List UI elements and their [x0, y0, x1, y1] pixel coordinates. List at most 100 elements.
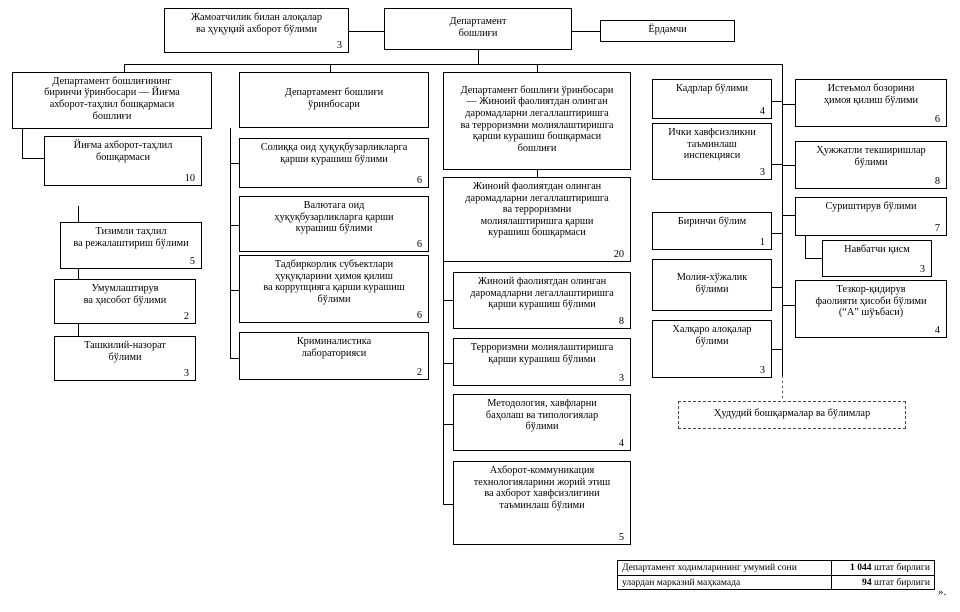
summary-total-value: 1 044 штат бирлиги	[830, 560, 936, 576]
summary-central-unit: штат бирлиги	[874, 576, 930, 588]
connector-spine-to-document-inspections	[782, 165, 795, 166]
node-organizational-control[interactable]: Ташкилий-назорат бўлими 3	[54, 336, 196, 381]
node-internal-security-label: Ички хавфсизликни таъминлаш инспекцияси	[668, 127, 756, 162]
node-ict-division[interactable]: Ахборот-коммуникация технологияларини жо…	[453, 461, 631, 545]
node-deputy-head[interactable]: Департамент бошлиғи ўринбосари	[239, 72, 429, 128]
summary-row-total: Департамент ходимларининг умумий сони 1 …	[617, 560, 936, 576]
node-methodology-label: Методология, хавфларни баҳолаш ва типоло…	[485, 398, 599, 433]
node-international-relations[interactable]: Халқаро алоқалар бўлими 3	[652, 320, 772, 378]
node-entrepreneur-rights[interactable]: Тадбиркорлик субъектлари ҳуқуқларини ҳим…	[239, 255, 429, 323]
node-first-division[interactable]: Биринчи бўлим 1	[652, 212, 772, 250]
node-aml-division-count: 8	[618, 316, 624, 327]
node-document-inspections-count: 8	[934, 176, 940, 187]
node-operative-search-count: 4	[934, 325, 940, 336]
node-first-division-count: 1	[759, 237, 765, 248]
connector-spine-to-international	[772, 349, 782, 350]
node-duty-unit[interactable]: Навбатчи қисм 3	[822, 240, 932, 277]
node-tax-violations-label: Солиққа оид ҳуқуқбузарликларга қарши кур…	[260, 142, 408, 165]
node-systemic-analysis-label: Тизимли таҳлил ва режалаштириш бўлими	[73, 226, 189, 249]
node-generalization-count: 2	[183, 311, 189, 322]
summary-table: Департамент ходимларининг умумий сони 1 …	[617, 560, 936, 590]
node-consumer-market[interactable]: Истеъмол бозорини ҳимоя қилиш бўлими 6	[795, 79, 947, 127]
connector-dashed-to-territorial	[782, 376, 783, 401]
connector-spine-to-operative-search	[782, 305, 795, 306]
node-aml-division[interactable]: Жиноий фаолиятдан олинган даромадларни л…	[453, 272, 631, 329]
node-methodology-count: 4	[618, 438, 624, 449]
node-organizational-control-count: 3	[183, 368, 189, 379]
node-tax-violations-count: 6	[416, 175, 422, 186]
connector-spine-to-consumer-market	[782, 104, 795, 105]
node-summary-directorate[interactable]: Йиғма ахборот-таҳлил бошқармаси 10	[44, 136, 202, 186]
node-systemic-analysis-count: 5	[189, 256, 195, 267]
node-duty-unit-count: 3	[919, 264, 925, 275]
node-finance-economy[interactable]: Молия-хўжалик бўлими	[652, 259, 772, 311]
connector-inquiry-to-duty-unit	[805, 258, 822, 259]
node-entrepreneur-rights-label: Тадбиркорлик субъектлари ҳуқуқларини ҳим…	[263, 259, 405, 305]
connector-head-stem	[478, 50, 479, 64]
node-ctf-division-label: Терроризмни молиялаштиришга қарши кураши…	[470, 342, 614, 365]
node-deputy-aml-label: Департамент бошлиғи ўринбосари — Жиноий …	[460, 84, 614, 154]
summary-total-unit: штат бирлиги	[874, 562, 930, 573]
node-criminalistics-lab-count: 2	[416, 367, 422, 378]
connector-deputy-head-spine	[230, 128, 231, 358]
node-currency-violations[interactable]: Валютага оид ҳуқуқбузарликларга қарши ку…	[239, 196, 429, 252]
node-ctf-division[interactable]: Терроризмни молиялаштиришга қарши кураши…	[453, 338, 631, 386]
summary-row-central: улардан марказий маҳкамада 94 штат бирли…	[617, 574, 936, 590]
connector-deputy-head-branch-3	[230, 290, 239, 291]
node-duty-unit-label: Навбатчи қисм	[844, 244, 910, 255]
node-generalization[interactable]: Умумлаштирув ва ҳисобот бўлими 2	[54, 279, 196, 324]
connector-aml-spine	[443, 262, 444, 505]
node-aml-directorate-label: Жиноий фаолиятдан олинган даромадларни л…	[465, 181, 609, 239]
node-currency-violations-label: Валютага оид ҳуқуқбузарликларга қарши ку…	[274, 200, 394, 235]
node-currency-violations-count: 6	[416, 239, 422, 250]
node-methodology[interactable]: Методология, хавфларни баҳолаш ва типоло…	[453, 394, 631, 451]
node-deputy-head-label: Департамент бошлиғи ўринбосари	[284, 86, 384, 110]
node-document-inspections[interactable]: Ҳужжатли текширишлар бўлими 8	[795, 141, 947, 189]
connector-trunk-to-first-deputy	[124, 64, 125, 72]
node-public-relations[interactable]: Жамоатчилик билан алоқалар ва ҳуқуқий ах…	[164, 8, 349, 53]
connector-spine-to-inquiry	[782, 215, 795, 216]
connector-deputy-head-branch-1	[230, 163, 239, 164]
node-ctf-division-count: 3	[618, 373, 624, 384]
connector-head-to-assistant	[572, 31, 600, 32]
connector-first-deputy-to-summary	[22, 158, 44, 159]
summary-central-number: 94	[862, 576, 872, 588]
connector-main-trunk	[124, 64, 782, 65]
connector-inquiry-down	[805, 236, 806, 258]
summary-central-value: 94 штат бирлиги	[830, 574, 936, 590]
connector-spine-to-finance	[772, 287, 782, 288]
node-deputy-aml[interactable]: Департамент бошлиғи ўринбосари — Жиноий …	[443, 72, 631, 170]
connector-public-relations-to-head	[349, 31, 384, 32]
node-ict-division-count: 5	[618, 532, 624, 543]
summary-central-label: улардан марказий маҳкамада	[617, 574, 832, 590]
node-tax-violations[interactable]: Солиққа оид ҳуқуқбузарликларга қарши кур…	[239, 138, 429, 188]
node-assistant[interactable]: Ёрдамчи	[600, 20, 735, 42]
node-inquiry-division-label: Суриштирув бўлими	[825, 201, 917, 212]
node-consumer-market-label: Истеъмол бозорини ҳимоя қилиш бўлими	[823, 83, 919, 106]
node-systemic-analysis[interactable]: Тизимли таҳлил ва режалаштириш бўлими 5	[60, 222, 202, 269]
node-personnel-label: Кадрлар бўлими	[675, 83, 749, 94]
node-consumer-market-count: 6	[934, 114, 940, 125]
node-first-deputy[interactable]: Департамент бошлиғининг биринчи ўринбоса…	[12, 72, 212, 129]
node-personnel-count: 4	[759, 106, 765, 117]
node-territorial-units[interactable]: Ҳудудий бошқармалар ва бўлимлар	[678, 401, 906, 429]
node-international-relations-count: 3	[759, 365, 765, 376]
connector-aml-branch-4	[443, 504, 453, 505]
node-first-deputy-label: Департамент бошлиғининг биринчи ўринбоса…	[44, 75, 180, 122]
connector-aml-branch-3	[443, 424, 453, 425]
node-internal-security[interactable]: Ички хавфсизликни таъминлаш инспекцияси …	[652, 123, 772, 180]
node-operative-search[interactable]: Тезкор-қидирув фаолияти ҳисоби бўлими (“…	[795, 280, 947, 338]
connector-deputy-head-branch-2	[230, 225, 239, 226]
node-aml-directorate[interactable]: Жиноий фаолиятдан олинган даромадларни л…	[443, 177, 631, 262]
node-summary-directorate-count: 10	[184, 173, 195, 184]
connector-spine-to-personnel	[772, 101, 782, 102]
summary-trailing-mark: ».	[938, 586, 947, 598]
node-personnel[interactable]: Кадрлар бўлими 4	[652, 79, 772, 119]
connector-aml-branch-1	[443, 300, 453, 301]
connector-spine-to-first-division	[772, 233, 782, 234]
node-criminalistics-lab[interactable]: Криминалистика лабораторияси 2	[239, 332, 429, 380]
node-assistant-label: Ёрдамчи	[648, 23, 687, 35]
node-head[interactable]: Департамент бошлиғи	[384, 8, 572, 50]
node-inquiry-division[interactable]: Суриштирув бўлими 7	[795, 197, 947, 236]
